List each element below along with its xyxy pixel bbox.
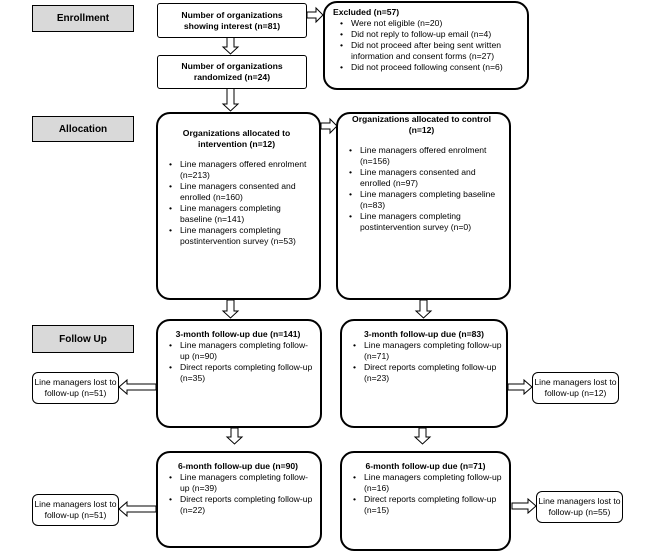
control-6-month-item: Line managers completing follow-up (n=16… [346, 472, 505, 494]
organizations-showing-interest-box: Number of organizations showing interest… [157, 3, 307, 38]
arrow-interest-to-excluded [306, 6, 324, 24]
stage-follow-up: Follow Up [32, 325, 134, 353]
control-allocation-list: Line managers offered enrolment (n=156) … [342, 145, 501, 233]
intervention-3-month-list: Line managers completing follow-up (n=90… [162, 340, 314, 384]
arrow-intervention-to-control [320, 117, 338, 135]
control-allocation-item: Line managers completing postinterventio… [342, 211, 501, 233]
control-3-month-item: Line managers completing follow-up (n=71… [346, 340, 502, 362]
control-allocation-box: Organizations allocated to control (n=12… [336, 112, 511, 300]
organizations-randomized-text: Number of organizations randomized (n=24… [181, 61, 283, 82]
excluded-item: Did not proceed after being sent written… [333, 40, 521, 62]
arrow-6m-to-lost-right [511, 497, 537, 515]
intervention-3-month-item: Line managers completing follow-up (n=90… [162, 340, 314, 362]
intervention-3-month-title: 3-month follow-up due (n=141) [175, 329, 301, 339]
control-6-month-title: 6-month follow-up due (n=71) [365, 461, 486, 471]
control-6-month-item: Direct reports completing follow-up (n=1… [346, 494, 505, 516]
arrow-6m-to-lost-left [118, 500, 157, 518]
control-allocation-item: Line managers offered enrolment (n=156) [342, 145, 501, 167]
control-3-month-title: 3-month follow-up due (n=83) [363, 329, 485, 339]
control-3-month-box: 3-month follow-up due (n=83) Line manage… [340, 319, 508, 428]
intervention-allocation-item: Line managers completing baseline (n=141… [162, 203, 311, 225]
excluded-item: Did not reply to follow-up email (n=4) [333, 29, 521, 40]
intervention-6-month-item: Direct reports completing follow-up (n=2… [162, 494, 314, 516]
excluded-item: Did not proceed following consent (n=6) [333, 62, 521, 73]
intervention-allocation-item: Line managers completing postinterventio… [162, 225, 311, 247]
control-3-month-list: Line managers completing follow-up (n=71… [346, 340, 502, 384]
intervention-3-month-lost-text: Line managers lost to follow-up (n=51) [34, 377, 117, 398]
intervention-3-month-box: 3-month follow-up due (n=141) Line manag… [156, 319, 322, 428]
excluded-item: Were not eligible (n=20) [333, 18, 521, 29]
control-3-month-item: Direct reports completing follow-up (n=2… [346, 362, 502, 384]
arrow-intervention-to-3m [221, 299, 240, 319]
control-6-month-lost-text: Line managers lost to follow-up (n=55) [538, 496, 621, 517]
intervention-3-month-item: Direct reports completing follow-up (n=3… [162, 362, 314, 384]
stage-enrollment: Enrollment [32, 5, 134, 32]
stage-allocation: Allocation [32, 116, 134, 142]
arrow-3m-to-lost-left [118, 378, 157, 396]
intervention-6-month-box: 6-month follow-up due (n=90) Line manage… [156, 451, 322, 548]
organizations-randomized-box: Number of organizations randomized (n=24… [157, 55, 307, 89]
intervention-allocation-item: Line managers consented and enrolled (n=… [162, 181, 311, 203]
arrow-interest-to-randomized [221, 36, 240, 55]
control-allocation-item: Line managers completing baseline (n=83) [342, 189, 501, 211]
excluded-list: Were not eligible (n=20) Did not reply t… [333, 18, 521, 73]
intervention-allocation-title: Organizations allocated to intervention … [182, 128, 291, 149]
intervention-6-month-lost-box: Line managers lost to follow-up (n=51) [32, 494, 119, 526]
control-6-month-list: Line managers completing follow-up (n=16… [346, 472, 505, 516]
excluded-title: Excluded (n=57) [333, 7, 400, 17]
intervention-6-month-list: Line managers completing follow-up (n=39… [162, 472, 314, 516]
control-6-month-box: 6-month follow-up due (n=71) Line manage… [340, 451, 511, 551]
control-allocation-item: Line managers consented and enrolled (n=… [342, 167, 501, 189]
control-3-month-lost-text: Line managers lost to follow-up (n=12) [534, 377, 617, 398]
control-3-month-lost-box: Line managers lost to follow-up (n=12) [532, 372, 619, 404]
organizations-showing-interest-text: Number of organizations showing interest… [181, 9, 283, 31]
arrow-3m-to-6m-left [225, 427, 244, 445]
intervention-6-month-title: 6-month follow-up due (n=90) [177, 461, 299, 471]
intervention-allocation-item: Line managers offered enrolment (n=213) [162, 159, 311, 181]
intervention-6-month-item: Line managers completing follow-up (n=39… [162, 472, 314, 494]
intervention-3-month-lost-box: Line managers lost to follow-up (n=51) [32, 372, 119, 404]
arrow-randomized-to-intervention [221, 87, 240, 112]
arrow-3m-to-lost-right [507, 378, 533, 396]
intervention-allocation-list: Line managers offered enrolment (n=213) … [162, 159, 311, 247]
control-allocation-title: Organizations allocated to control (n=12… [352, 114, 491, 135]
intervention-allocation-box: Organizations allocated to intervention … [156, 112, 321, 300]
intervention-6-month-lost-text: Line managers lost to follow-up (n=51) [34, 499, 117, 520]
arrow-3m-to-6m-right [413, 427, 432, 445]
control-6-month-lost-box: Line managers lost to follow-up (n=55) [536, 491, 623, 523]
arrow-control-to-3m [414, 299, 433, 319]
excluded-box: Excluded (n=57) Were not eligible (n=20)… [323, 1, 529, 90]
